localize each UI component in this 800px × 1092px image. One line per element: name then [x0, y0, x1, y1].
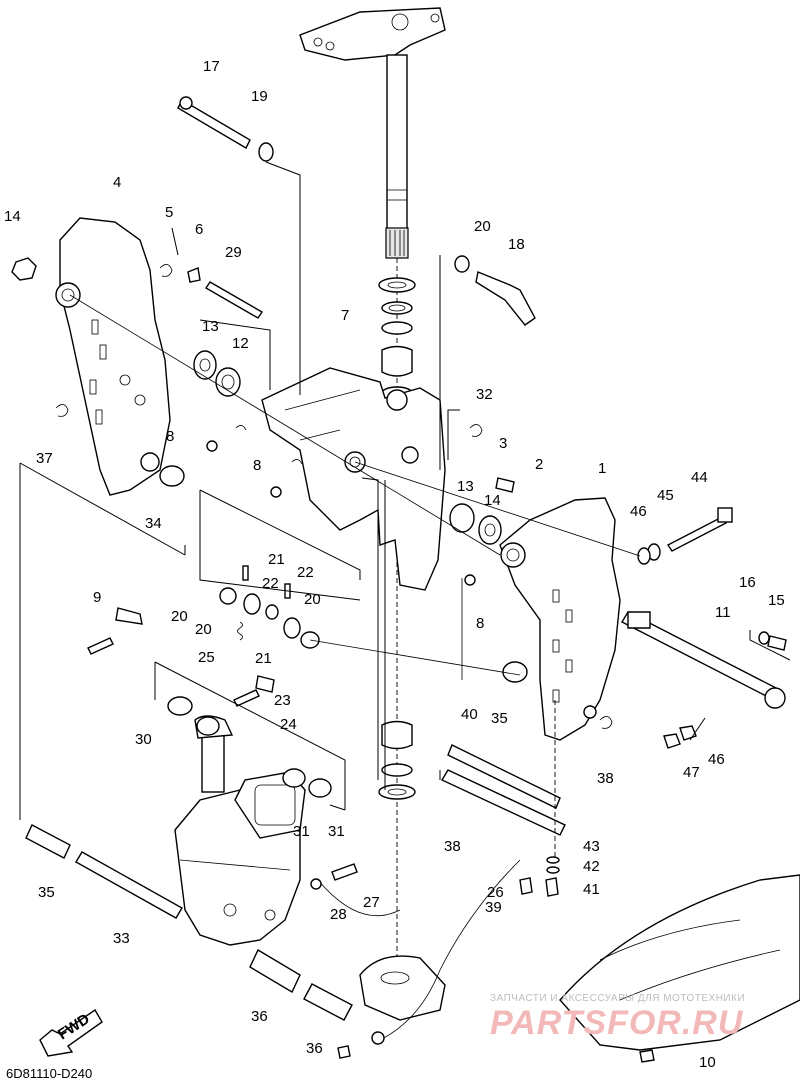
- washer-46-47: [637, 543, 661, 565]
- power-trim-tilt-unit: [174, 715, 306, 946]
- diagram-code: 6D81110-D240: [6, 1066, 93, 1081]
- callout: 1: [598, 460, 606, 477]
- bushing-20-top: [258, 142, 274, 162]
- callout: 20: [195, 621, 212, 638]
- callout: 6: [195, 221, 203, 238]
- callout: 31: [293, 823, 310, 840]
- callout: 8: [253, 457, 261, 474]
- callout: 19: [251, 88, 268, 105]
- callout: 13: [202, 318, 219, 335]
- tilt-link-parts-20-21-26: [219, 565, 320, 649]
- callout: 14: [484, 492, 501, 509]
- callout: 28: [330, 906, 347, 923]
- swivel-bracket: [261, 367, 446, 591]
- callout: 38: [597, 770, 614, 787]
- callout: 13: [457, 478, 474, 495]
- bushing-13-left: [215, 367, 241, 397]
- callout-numbers: 1 2 3 4 5 6 7 8 8 8 9 10 11 12 13 13 14 …: [4, 58, 785, 1071]
- small-bushings-31-32: [167, 696, 332, 798]
- tilt-pin-18: [177, 96, 251, 149]
- callout: 2: [535, 456, 543, 473]
- callout: 22: [262, 575, 279, 592]
- callout: 16: [739, 574, 756, 591]
- callout: 20: [304, 591, 321, 608]
- callout: 35: [491, 710, 508, 727]
- callout: 39: [485, 899, 502, 916]
- bolt-45: [666, 507, 733, 552]
- tilt-lock-19: [454, 255, 536, 326]
- reference-lines: [19, 161, 791, 860]
- snap-rings-33-38-5: [55, 264, 613, 729]
- anode-plates-39-41: [440, 744, 566, 836]
- callout: 9: [93, 589, 101, 606]
- callout: 21: [255, 650, 272, 667]
- callout: 10: [699, 1054, 716, 1071]
- callout: 38: [444, 838, 461, 855]
- shaft-washers-lower: [378, 720, 416, 800]
- callout: 46: [708, 751, 725, 768]
- clamp-bracket-right: [499, 497, 621, 741]
- watermark-tagline: ЗАПЧАСТИ И АКСЕССУАРЫ ДЛЯ МОТОТЕХНИКИ: [490, 993, 746, 1004]
- callout: 27: [363, 894, 380, 911]
- callout: 24: [280, 716, 297, 733]
- callout: 15: [768, 592, 785, 609]
- trim-motor-pins-34-36-37: [25, 824, 353, 1021]
- fwd-direction-arrow: FWD: [39, 1008, 103, 1057]
- callout: 5: [165, 204, 173, 221]
- callout: 42: [583, 858, 600, 875]
- callout: 25: [198, 649, 215, 666]
- callout: 31: [328, 823, 345, 840]
- callout: 43: [583, 838, 600, 855]
- callout: 23: [274, 692, 291, 709]
- callout: 34: [145, 515, 162, 532]
- callout: 30: [135, 731, 152, 748]
- callout: 21: [268, 551, 285, 568]
- callout: 3: [499, 435, 507, 452]
- callout: 8: [476, 615, 484, 632]
- ground-leads-8-27-29: [310, 578, 521, 1045]
- nut-15: [11, 257, 37, 281]
- callout: 4: [113, 174, 121, 191]
- callout: 26: [487, 884, 504, 901]
- callout: 17: [203, 58, 220, 75]
- callout: 46: [630, 503, 647, 520]
- shaft-washers-upper: [378, 277, 416, 402]
- callout: 32: [476, 386, 493, 403]
- washer-14-left: [193, 350, 217, 380]
- callout: 20: [474, 218, 491, 235]
- callout: 14: [4, 208, 21, 225]
- watermark-logo: PARTSFOR.RU: [490, 1004, 744, 1042]
- callout: 36: [306, 1040, 323, 1057]
- callout: 33: [113, 930, 130, 947]
- callout: 47: [683, 764, 700, 781]
- callout: 40: [461, 706, 478, 723]
- callout: 36: [251, 1008, 268, 1025]
- callout: 8: [166, 428, 174, 445]
- callout: 11: [715, 604, 731, 621]
- callout: 44: [691, 469, 708, 486]
- clamp-bracket-left: [55, 217, 171, 496]
- callout: 20: [171, 608, 188, 625]
- bushings-35: [159, 465, 528, 683]
- thrust-rod-12: [621, 611, 786, 709]
- callout: 29: [225, 244, 242, 261]
- callout: 35: [38, 884, 55, 901]
- steering-shaft: [299, 7, 446, 980]
- callout: 22: [297, 564, 314, 581]
- callout: 41: [583, 881, 600, 898]
- callout: 7: [341, 307, 349, 324]
- callout: 37: [36, 450, 53, 467]
- callout: 12: [232, 335, 249, 352]
- bushing-13-right: [449, 503, 502, 545]
- pin-30: [205, 281, 263, 319]
- callout: 18: [508, 236, 525, 253]
- lower-mount-casing: [359, 874, 800, 1051]
- callout: 45: [657, 487, 674, 504]
